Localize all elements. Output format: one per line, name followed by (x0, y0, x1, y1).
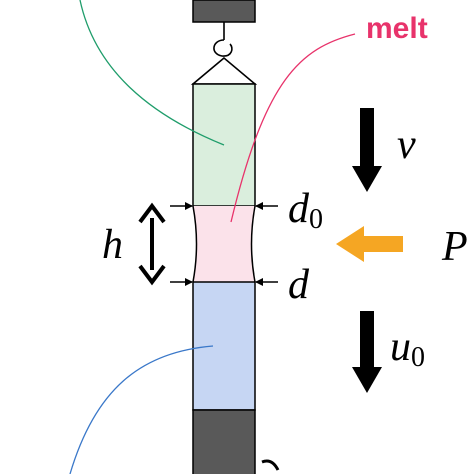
green-leader-line (79, 0, 225, 146)
h-label: h (102, 222, 123, 268)
melt-zone (193, 206, 255, 282)
d0-main: d (288, 186, 310, 232)
p-label: P (441, 224, 468, 270)
down-arrow-icon (352, 108, 382, 192)
rotation-arrow-icon (261, 459, 280, 471)
u0-subscript: 0 (411, 342, 425, 373)
u0-main: u (390, 324, 411, 370)
hanger-triangle (190, 56, 258, 85)
d-label: d (288, 262, 310, 308)
v-label: v (397, 122, 416, 168)
melt-label: melt (366, 12, 428, 45)
left-arrow-icon (336, 226, 403, 262)
melt-zone-left-edge (192, 205, 198, 283)
melt-zone-right-edge (250, 205, 256, 283)
d0-label: d0 (288, 186, 323, 235)
bottom-holder (192, 409, 256, 474)
lower-crystal-rod (192, 281, 256, 411)
top-holder (192, 0, 256, 23)
u0-label: u0 (390, 324, 425, 373)
down-arrow-icon (352, 311, 382, 393)
hook-icon (213, 22, 233, 57)
double-headed-arrow-icon (138, 202, 166, 286)
pink-leader-line (230, 33, 356, 223)
blue-leader-line (69, 345, 214, 474)
d0-subscript: 0 (309, 204, 323, 235)
